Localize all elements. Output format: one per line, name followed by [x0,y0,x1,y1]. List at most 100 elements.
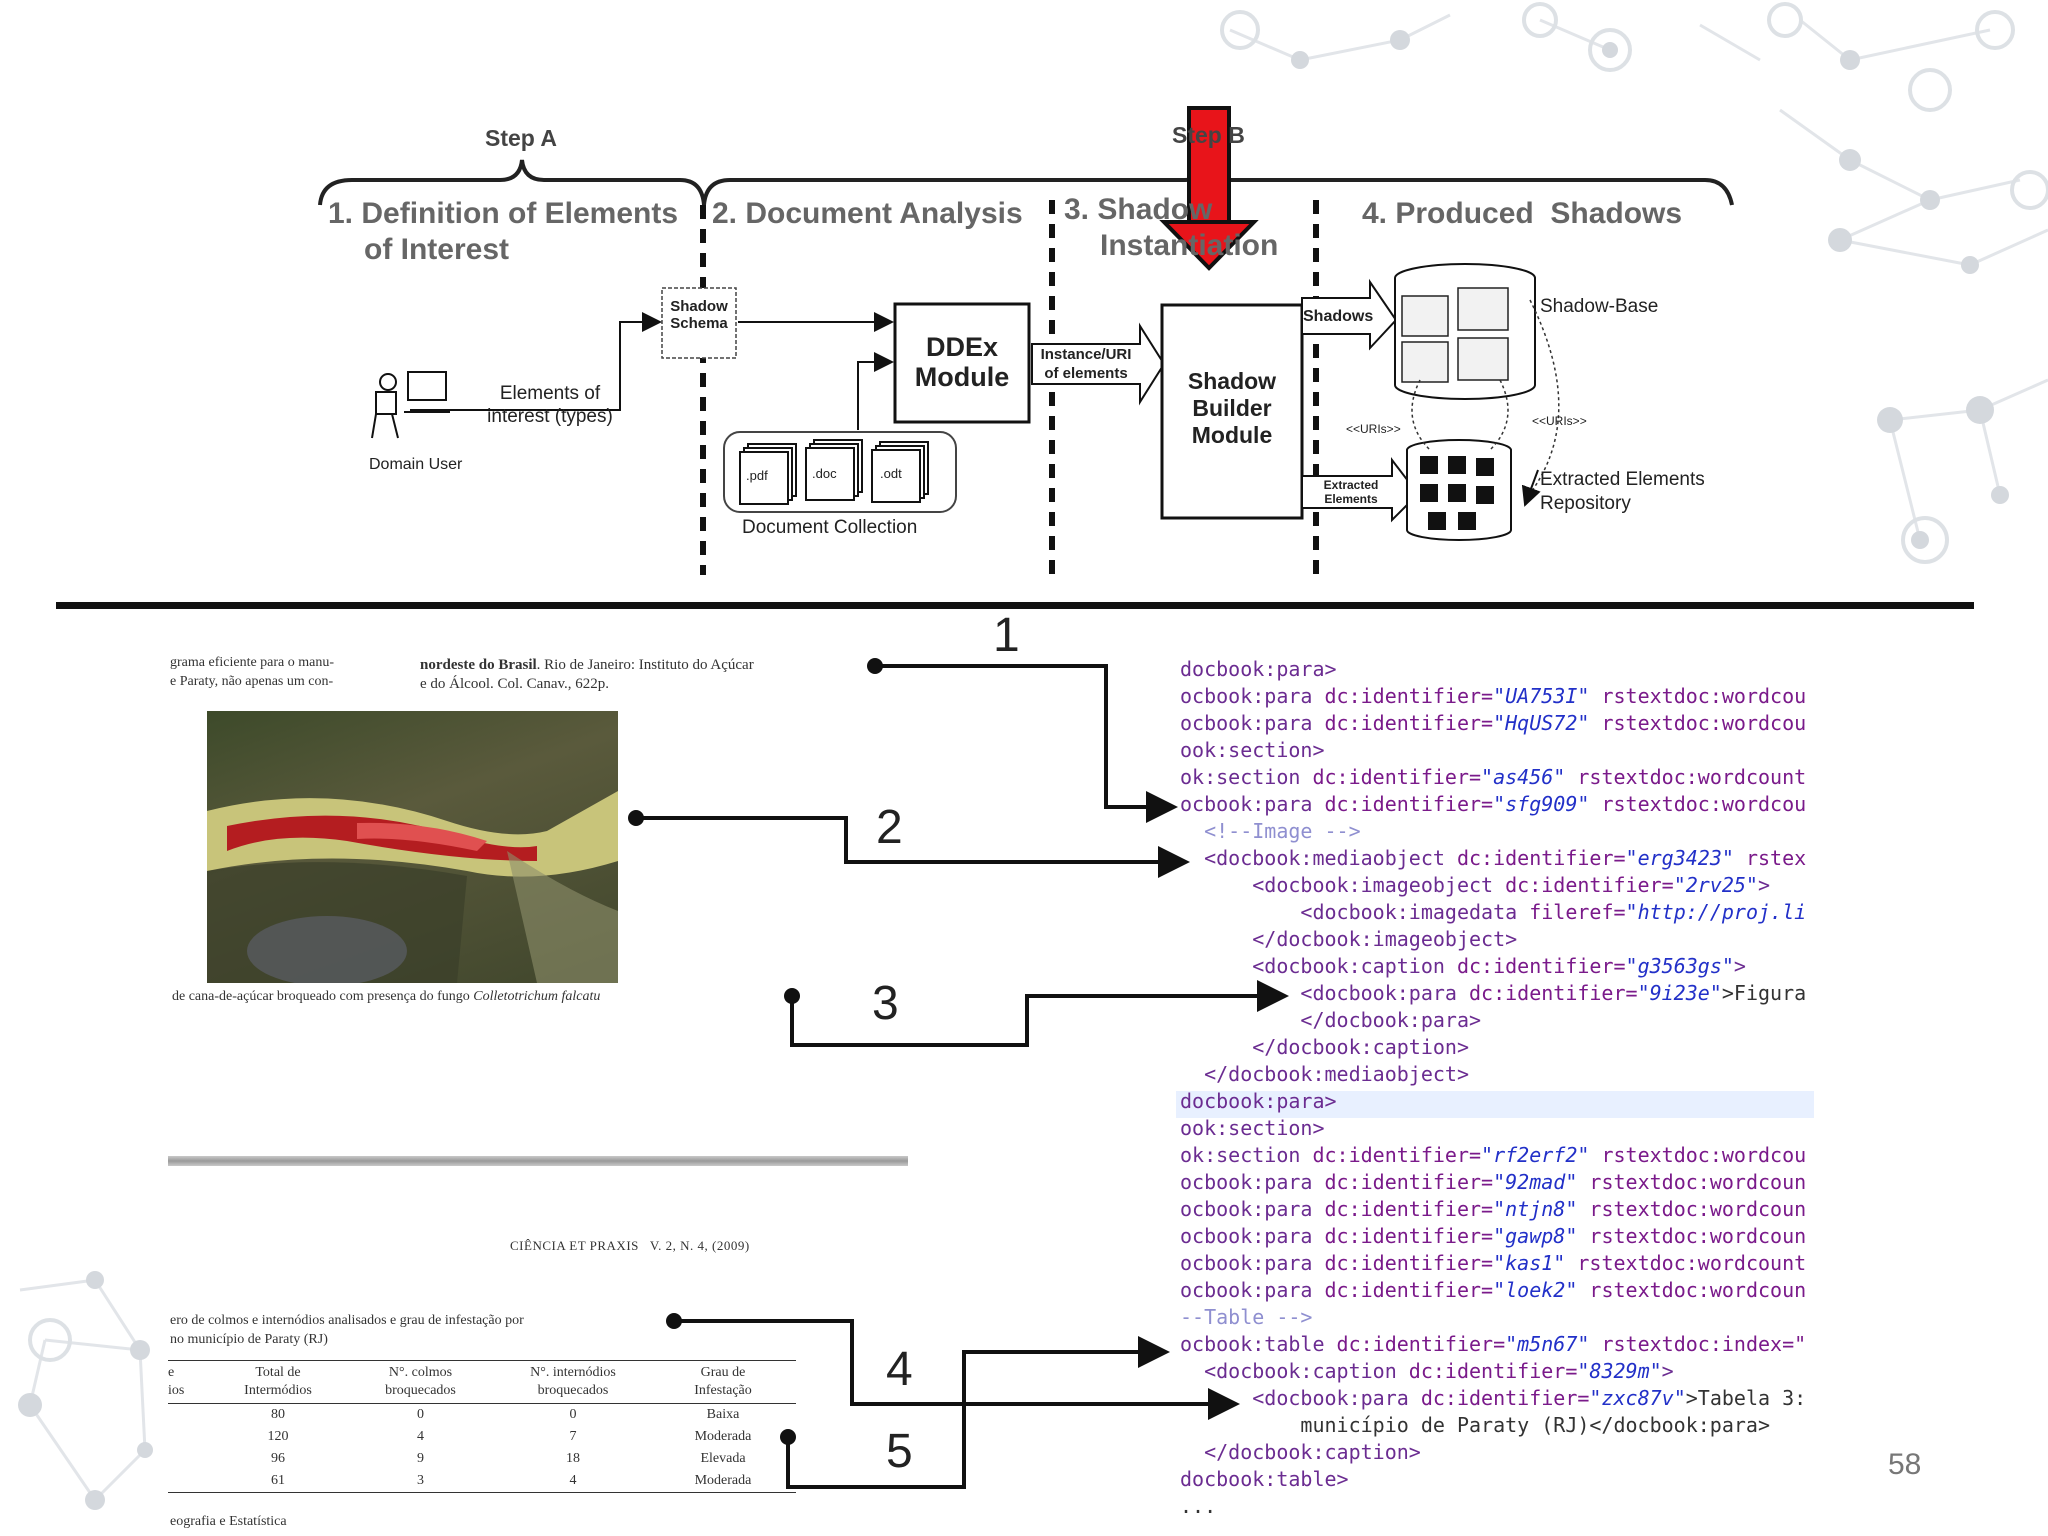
code-token: </docbook:caption> [1180,1440,1421,1464]
table-caption-line2: no município de Paraty (RJ) [170,1332,328,1347]
code-token: "UA753I" [1493,684,1590,708]
document-collection-label: Document Collection [742,517,918,538]
code-token: dc:identifier= [1420,1386,1590,1410]
code-line: <docbook:caption dc:identifier="g3563gs"… [1180,953,1816,980]
code-line: ook:section> [1180,1115,1816,1142]
builder-line2: Builder [1192,395,1272,421]
code-token: dc:identifier= [1324,1197,1494,1221]
code-token: "loek2" [1493,1278,1578,1302]
table-footer: eografia e Estatística [170,1514,287,1529]
file-pdf-label: .pdf [746,468,768,483]
code-token: dc:identifier= [1324,1278,1494,1302]
code-line: </docbook:caption> [1180,1439,1816,1466]
table-cell: Elevada [700,1451,746,1466]
connector-3 [790,980,1289,1047]
code-token: dc:identifier= [1324,1251,1494,1275]
doc-top-right-2: e do Álcool. Col. Canav., 622p. [420,676,610,692]
uris-left-label: <<URIs>> [1346,422,1401,436]
connector-1 [875,664,1178,823]
code-token: >Tabela 3: [1685,1386,1807,1410]
builder-line3: Module [1191,422,1273,448]
file-odt-label: .odt [880,466,902,481]
code-token: dc:identifier= [1312,765,1482,789]
instance-uri-label: Instance/URI of elements [1033,345,1139,383]
shadows-arrow [1301,278,1398,351]
stage-3-line1: 3. Shadow [1064,193,1213,226]
code-token: <docbook:para [1180,981,1469,1005]
ddex-label: DDEx Module [895,332,1029,392]
code-line: docbook:table> [1180,1466,1816,1493]
code-line: ook:section> [1180,737,1816,764]
code-token: dc:identifier= [1456,846,1626,870]
code-token: docbook:para> [1180,657,1337,681]
figure-caption: de cana-de-açúcar broqueado com presença… [172,989,600,1005]
repository-line2: Repository [1540,493,1631,514]
stage-1-line2: of Interest [364,233,510,266]
code-token: ocbook:para [1180,1224,1325,1248]
doc-top-left-text: grama eficiente para o manu- e Paraty, n… [170,653,405,691]
stage-2-title: 2. Document Analysis [712,197,1023,230]
code-token: "92mad" [1493,1170,1578,1194]
extracted-line2: Elements [1324,492,1378,506]
code-token: ... [1180,1494,1217,1518]
code-line: </docbook:mediaobject> [1180,1061,1816,1088]
instance-uri-line1: Instance/URI [1040,346,1132,363]
elements-of-interest-label: Elements of interest (types) [470,382,630,428]
doc-top-right-1: . Rio de Janeiro: Instituto do Açúcar [536,657,754,673]
table-cell: Moderada [694,1429,752,1444]
table-cell: 4 [569,1473,577,1488]
table-cell: 18 [566,1451,580,1466]
code-token: dc:identifier= [1456,954,1626,978]
code-token: "kas1" [1493,1251,1566,1275]
code-token: "rf2erf2" [1481,1143,1590,1167]
code-token: > [1661,1359,1674,1383]
connector-5-dot [780,1429,796,1445]
code-token: <!--Image --> [1180,819,1361,843]
xml-code-panel: docbook:para>ocbook:para dc:identifier="… [1180,656,1816,1520]
code-token: > [1733,954,1746,978]
code-line: </docbook:imageobject> [1180,926,1816,953]
code-token: rstextdoc:wordcoun [1577,1170,1807,1194]
code-token: dc:identifier= [1324,684,1494,708]
code-token: </docbook:caption> [1180,1035,1469,1059]
code-token: ok:section [1180,765,1313,789]
label-number-2: 2 [876,801,903,854]
code-token: ocbook:para [1180,1197,1325,1221]
code-token: "sfg909" [1493,792,1590,816]
extracted-arrow [1301,457,1420,523]
shadow-schema-line1: Shadow [670,298,728,315]
code-token: <docbook:mediaobject [1180,846,1457,870]
journal-footer: CIÊNCIA ET PRAXIS V. 2, N. 4, (2009) [510,1238,750,1253]
connector-1-dot [867,658,883,674]
code-token: rstex [1733,846,1807,870]
domain-user-label: Domain User [369,456,463,473]
doc-top-left-line2: e Paraty, não apenas um con- [170,674,334,689]
uris-right-label: <<URIs>> [1532,414,1587,428]
code-token: <docbook:caption [1180,954,1457,978]
code-token: rstextdoc:wordcount [1565,1251,1807,1275]
code-token: "m5n67" [1505,1332,1590,1356]
code-token: "2rv25" [1673,873,1758,897]
shadow-base-label: Shadow-Base [1540,296,1659,317]
elements-line1: Elements of [499,383,601,404]
doc-top-right-bold: nordeste do Brasil [420,657,537,673]
elements-line2: interest (types) [487,406,613,427]
code-token: "g3563gs" [1625,954,1734,978]
code-token: fileref= [1529,900,1626,924]
shadow-schema-box [661,287,737,359]
code-line: <docbook:imagedata fileref="http://proj.… [1180,899,1816,926]
code-token: dc:identifier= [1468,981,1638,1005]
ddex-line2: Module [914,362,1010,392]
code-token: ocbook:para [1180,792,1325,816]
code-line: ocbook:para dc:identifier="kas1" rstextd… [1180,1250,1816,1277]
shadows-arrow-label: Shadows [1303,308,1374,325]
table-cell: 61 [271,1473,285,1488]
ddex-line1: DDEx [925,332,999,362]
domain-user-icon [371,371,450,439]
code-token: "8329m" [1577,1359,1662,1383]
extracted-arrow-label: Extracted Elements [1304,478,1398,506]
red-highlight-arrow [1159,106,1259,271]
